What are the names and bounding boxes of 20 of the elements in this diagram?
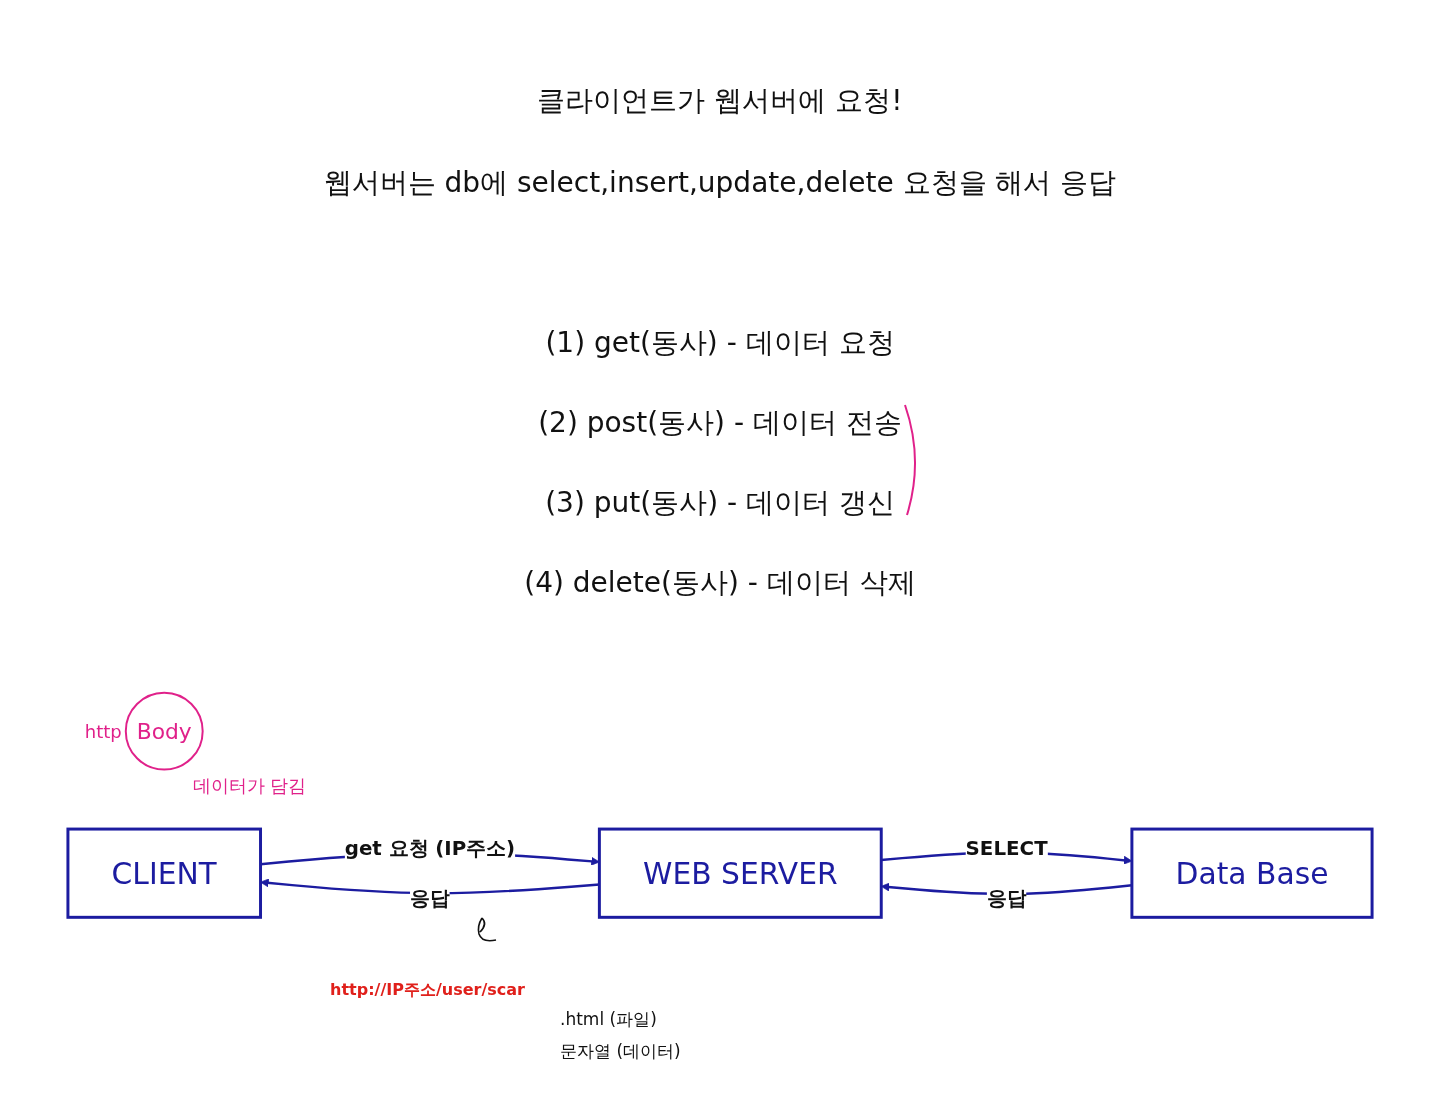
- annotation-text: 데이터가 담김: [192, 773, 307, 798]
- note-text: 웹서버는 db에 select,insert,update,delete 요청을 해서 응답: [323, 165, 1117, 201]
- note-text: (2) post(동사) - 데이터 전송: [538, 405, 902, 441]
- edge-label: SELECT: [965, 836, 1048, 861]
- node-box: WEB SERVER: [597, 827, 883, 919]
- note-text: (3) put(동사) - 데이터 갱신: [545, 485, 895, 521]
- note-text: 문자열 (데이터): [560, 1040, 681, 1063]
- annotation-text: http: [84, 720, 122, 742]
- note-text: .html (파일): [560, 1008, 657, 1031]
- edge-label: 응답: [986, 886, 1027, 910]
- node-box: CLIENT: [66, 827, 262, 919]
- node-circle: Body: [124, 691, 204, 771]
- node-box: Data Base: [1130, 827, 1374, 919]
- arrow: [260, 878, 600, 895]
- title: 클라이언트가 웹서버에 요청!: [537, 83, 903, 119]
- edge-label: 응답: [410, 886, 450, 910]
- note-text: (4) delete(동사) - 데이터 삭제: [524, 565, 916, 601]
- edge-label: get 요청 (IP주소): [344, 836, 515, 861]
- note-text: (1) get(동사) - 데이터 요청: [545, 325, 895, 361]
- note-text: http://IP주소/user/scar: [330, 980, 525, 1001]
